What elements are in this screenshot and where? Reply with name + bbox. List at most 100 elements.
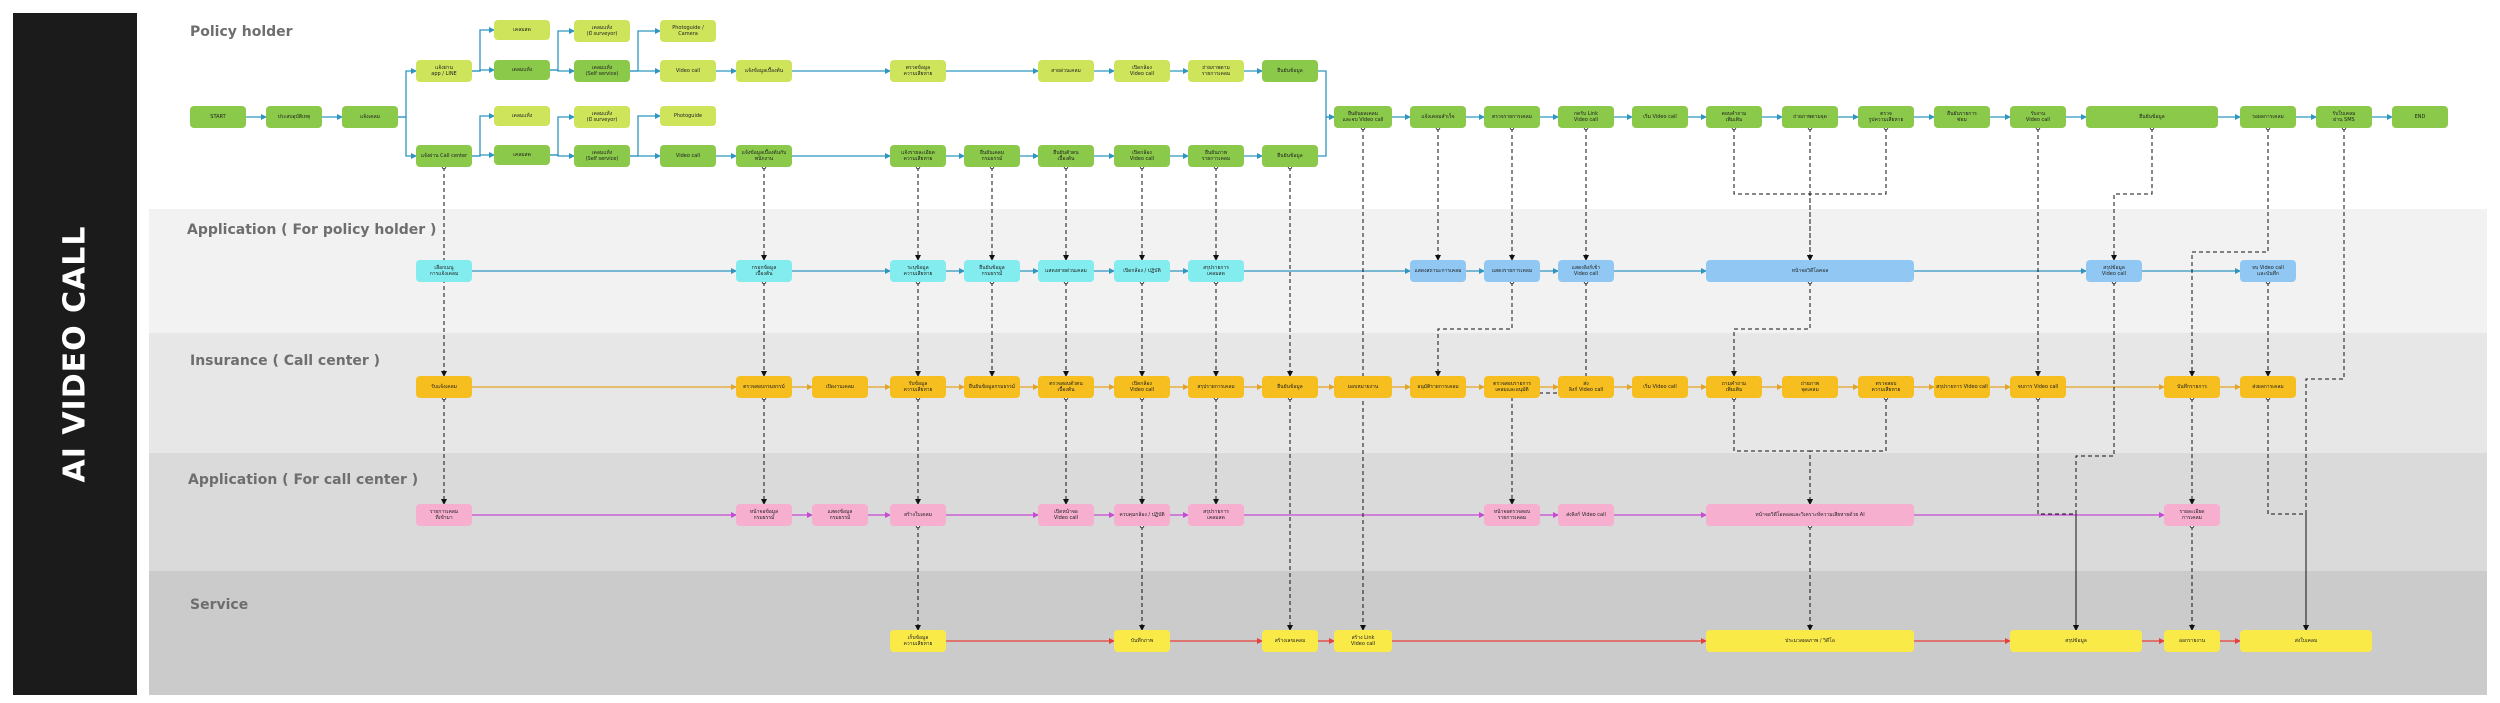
flow-ph-via-app-to-ph-a1 [472,27,495,72]
node-ac-photo: สรุปรายการ เคลมสด [1188,504,1244,526]
node-ac-open: สร้างใบเคลม [890,504,946,526]
sidebar: AI VIDEO CALL [13,13,137,695]
link-ph-m13-to-sv-sms [2303,125,2347,631]
node-ap-damage: ระบุข้อมูล ความเสียหาย [890,260,946,282]
node-cc-end: จบการ Video call [2010,376,2066,398]
node-ap-cam: เปิดกล้อง / ปฏิบัติ [1114,260,1170,282]
node-ph-via-app: แจ้งผ่าน app / LINE [416,60,472,82]
node-sv-stream: บันทึกภาพ [1114,630,1170,652]
node-end: END [2392,106,2448,128]
node-ph-accident: ประสบอุบัติเหตุ [266,106,322,128]
node-cc-check: ตรวจสอบกรมธรรม์ [736,376,792,398]
flow-ph-notify-to-ph-via-app [398,68,417,118]
node-ph-m9: ยืนยันรายการ ซ่อม [1934,106,1990,128]
link-ph-m12-to-cc-save [2189,125,2271,377]
node-ph-via-cc: แจ้งผ่าน Call center [416,145,472,167]
node-ph-ins-b: ยืนยันเคลม กรมธรรม์ [964,145,1020,167]
node-cc-report: ส่งผลการเคลม [2240,376,2296,398]
node-ac-big: หน้าจอวิดีโอคอลและวิเคราะห์ความเสียหายด้… [1706,504,1914,526]
node-cc-close: สรุปรายการ Video call [1934,376,1990,398]
node-ph-m4: กดรับ Link Video call [1558,106,1614,128]
node-ph-vc2: Video call [660,145,716,167]
node-ph-m2: แจ้งเคลมสำเร็จ [1410,106,1466,128]
node-ph-call-b: ยืนยันตัวตน เบื้องต้น [1038,145,1094,167]
node-ph-dmg-a: ถ่ายภาพตาม รายการเคลม [1188,60,1244,82]
node-cc-photo: รับข้อมูล ความเสียหาย [890,376,946,398]
node-ph-photo2: Photoguide [660,106,716,126]
node-ac-cam: ควบคุมกล้อง / ปฏิบัติ [1114,504,1170,526]
node-ph-info-a: แจ้งข้อมูลเบื้องต้น [736,60,792,82]
lane-title-application-call-center: Application ( For call center ) [188,472,419,488]
node-ph-dmg-b: ยืนยันภาพ รายการเคลม [1188,145,1244,167]
node-cc-send: ส่ง ลิงก์ Video call [1558,376,1614,398]
link-cc-q-to-ac-big [1731,395,1813,505]
node-ph-b2: เคลมแห้ง (Self service) [574,60,630,82]
node-ph-ver-b: แจ้งรายละเอียด ความเสียหาย [890,145,946,167]
lane-title-policy-holder: Policy holder [190,24,293,40]
node-cc-approve: อนุมัติรายการเคลม [1410,376,1466,398]
node-cc-start: เริ่ม Video call [1632,376,1688,398]
node-ap-status1: แสดงสถานะการเคลม [1410,260,1466,282]
node-cc-review: ตรวจสอบรายการ เคลมและอนุมัติ [1484,376,1540,398]
flow-ph-via-cc-to-ph-a3 [472,113,495,157]
link-ph-m11-to-ap-sum [2111,125,2155,261]
node-ap-login: เลือกเมนู การแจ้งเคลม [416,260,472,282]
link-ph-m6-to-ap-bigvc [1731,125,1813,261]
node-sv-claim: สร้างเลขเคลม [1262,630,1318,652]
node-ap-end: จบ Video call และบันทึก [2240,260,2296,282]
node-ph-a2: เคลมแห้ง [494,60,550,80]
node-cc-open: เปิดงานเคลม [812,376,868,398]
node-ap-link: แสดงลิงก์เข้า Video call [1558,260,1614,282]
node-cc-assign: มอบหมายงาน [1334,376,1392,398]
node-ph-b1: เคลมแห้ง (มี surveyor) [574,20,630,42]
node-sv-sms: ส่งใบเคลม [2240,630,2372,652]
node-sv-link: สร้าง Link Video call [1334,630,1392,652]
node-ph-a1: เคลมสด [494,20,550,40]
link-ap-status2-to-cc-approve [1435,279,1515,377]
flow-ph-via-app-to-ph-a2 [472,67,495,73]
flow-ph-notify-to-ph-via-cc [398,116,417,159]
node-ph-m13: รับใบเคลม ผ่าน SMS [2316,106,2372,128]
node-ph-m1: ยืนยันผลเคลม และจบ Video call [1334,106,1392,128]
link-cc-check2-to-ac-big [1807,395,1889,505]
lane-title-application-policy-holder: Application ( For policy holder ) [187,222,437,238]
node-ac-review: หน้าจอตรวจสอบ รายการเคลม [1484,504,1540,526]
flow-ph-fin-b-to-ph-m1 [1318,114,1335,157]
node-cc-check2: ตรวจสอบ ความเสียหาย [1858,376,1914,398]
node-ph-photo1: Photoguide / Camera [660,20,716,42]
node-ac-detail: แสดงข้อมูล กรมธรรม์ [812,504,868,526]
node-ph-a3: เคลมแห้ง [494,106,550,126]
node-sv-ai: ประมวลผลภาพ / วิดีโอ [1706,630,1914,652]
flow-ph-a4-to-ph-b3 [550,114,575,156]
node-ph-vid-b: เปิดกล้อง Video call [1114,145,1170,167]
node-ph-m12: รอผลการเคลม [2240,106,2296,128]
link-cc-end-to-sv-sum [2035,395,2079,631]
node-ph-ver-a: ตรวจข้อมูล ความเสียหาย [890,60,946,82]
node-cc-q: ถามคำถาม เพิ่มเติม [1706,376,1762,398]
link-ph-m8-to-ap-bigvc [1807,125,1889,261]
node-ph-fin-a: ยืนยันข้อมูล [1262,60,1318,82]
node-ph-m8: ตรวจ รูปความเสียหาย [1858,106,1914,128]
node-cc-info: ยืนยันข้อมูล [1262,376,1318,398]
node-ph-vid-a: เปิดกล้อง Video call [1114,60,1170,82]
node-ph-fin-b: ยืนยันข้อมูล [1262,145,1318,167]
flow-ph-b2-to-ph-photo1 [630,28,661,72]
node-start: START [190,106,246,128]
node-cc-summary: สรุปรายการเคลม [1188,376,1244,398]
node-ac-vid: เปิดหน้าจอ Video call [1038,504,1094,526]
node-sv-store: เก็บข้อมูล ความเสียหาย [890,630,946,652]
flow-ph-a4-to-ph-b4 [550,153,575,159]
link-ap-sum-to-sv-sum [2073,279,2117,631]
lane-title-call-center: Insurance ( Call center ) [190,353,381,369]
node-cc-receive: รับแจ้งเคลม [416,376,472,398]
node-ac-send: ส่งลิงก์ Video call [1558,504,1614,526]
lane-title-service: Service [190,597,249,613]
node-ap-bigvc: หน้าจอวิดีโอคอล [1706,260,1914,282]
node-ap-status2: แสดงรายการเคลม [1484,260,1540,282]
node-cc-vid: เปิดกล้อง Video call [1114,376,1170,398]
node-ap-sum: สรุปข้อมูล Video call [2086,260,2142,282]
node-ph-notify: แจ้งเคลม [342,106,398,128]
node-ph-info-b: แจ้งข้อมูลเบื้องต้นกับ พนักงาน [736,145,792,167]
node-ph-m7: ถ่ายภาพตามจุด [1782,106,1838,128]
